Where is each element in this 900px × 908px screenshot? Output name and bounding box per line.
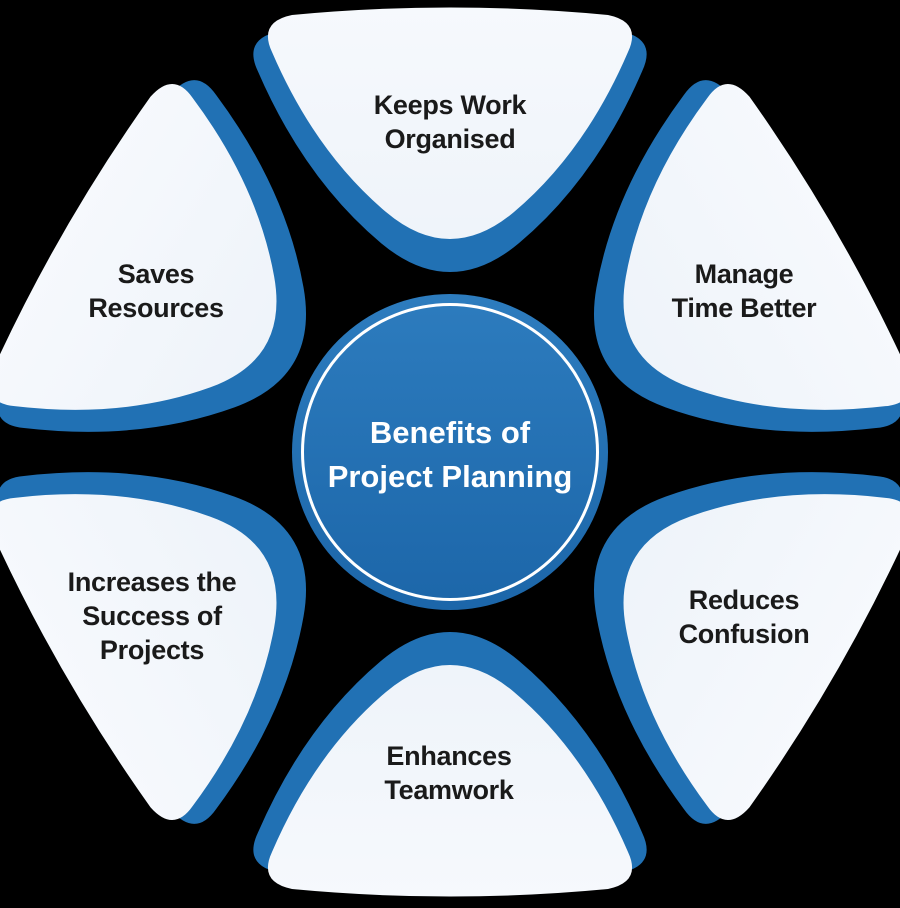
- petal-label-saves-resources: Saves Resources: [88, 258, 224, 323]
- petal-label-increases-the-success-of-projects: Increases the Success of Projects: [67, 566, 237, 666]
- petal-label-reduces-confusion: Reduces Confusion: [678, 584, 810, 649]
- petal-label-manage-time-better: Manage Time Better: [671, 258, 817, 323]
- center-circle: [292, 294, 608, 610]
- petal-label-enhances-teamwork: Enhances Teamwork: [384, 740, 514, 805]
- center-circle-ring: [301, 303, 599, 601]
- petal-label-keeps-work-organised: Keeps Work Organised: [373, 89, 527, 154]
- center-title: Benefits of Project Planning: [327, 414, 573, 494]
